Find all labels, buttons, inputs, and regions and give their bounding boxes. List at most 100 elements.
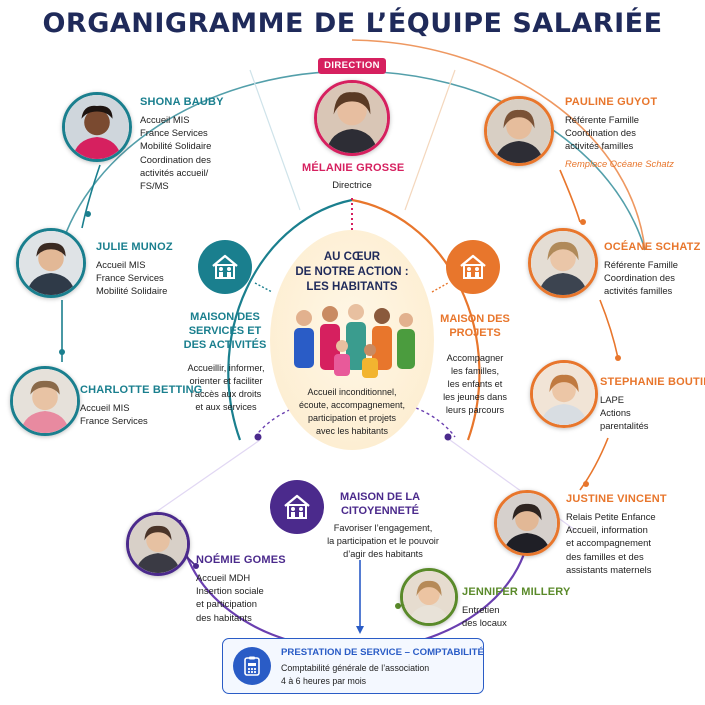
avatar-melanie-grosse xyxy=(314,80,390,156)
avatar-julie-munoz xyxy=(16,228,86,298)
role-line: et participation xyxy=(196,598,257,610)
role-line: Référente Famille xyxy=(604,259,678,270)
pole-title-line: CITOYENNETÉ xyxy=(340,505,420,517)
roles-pauline-guyot: Référente Famille Coordination des activ… xyxy=(565,113,639,153)
compta-text: Comptabilité générale de l’association 4… xyxy=(281,662,429,688)
name-charlotte-betting: CHARLOTTE BETTING xyxy=(80,384,203,396)
role-line: Insertion sociale xyxy=(196,585,264,597)
name-melanie-grosse: MÉLANIE GROSSE xyxy=(302,162,405,174)
center-title-line: AU CŒUR xyxy=(323,251,381,263)
role-line: Accueil MDH xyxy=(196,572,251,583)
person-portrait-icon xyxy=(317,83,387,153)
role-line: Coordination des xyxy=(604,272,675,284)
role-line: Coordination des xyxy=(140,153,211,165)
role-line: Mobilité Solidaire xyxy=(96,285,168,297)
role-line: activités familles xyxy=(565,140,634,152)
role-line: Actions xyxy=(600,407,631,419)
pole-text-line: les jeunes dans xyxy=(443,392,507,402)
role-line: France Services xyxy=(140,127,208,139)
role-line: Relais Petite Enfance xyxy=(566,511,656,522)
name-jennifer-millery: JENNIFER MILLERY xyxy=(462,586,571,598)
name-noemie-gomes: NOÉMIE GOMES xyxy=(196,554,286,566)
pole-text-line: les enfants et xyxy=(447,379,503,389)
note-pauline-guyot: Remplace Océane Schatz xyxy=(565,158,674,169)
residents-group-illustration xyxy=(294,304,415,378)
pole-text-line: Favoriser l’engagement, xyxy=(333,523,433,533)
role-line: des habitants xyxy=(196,611,252,623)
pole-text-line: l’accès aux droits xyxy=(190,389,262,399)
compta-text-line: 4 à 6 heures par mois xyxy=(281,676,367,686)
avatar-charlotte-betting xyxy=(10,366,80,436)
center-title-line: LES HABITANTS xyxy=(306,281,398,293)
pole-title-line: MAISON DE LA xyxy=(339,491,421,503)
role-line: parentalités xyxy=(600,420,649,432)
pole-projets-text: Accompagner les familles, les enfants et… xyxy=(430,352,520,417)
pole-title-line: MAISON DES xyxy=(440,313,510,325)
center-title-line: DE NOTRE ACTION : xyxy=(295,266,409,278)
pole-title-line: PROJETS xyxy=(449,327,501,339)
person-portrait-icon xyxy=(65,95,129,159)
roles-jennifer-millery: Entretien des locaux xyxy=(462,603,507,629)
role-line: des familles et des xyxy=(566,550,644,562)
role-line: des locaux xyxy=(462,617,507,629)
name-shona-bauby: SHONA BAUBY xyxy=(140,96,224,108)
direction-badge: DIRECTION xyxy=(318,58,386,74)
center-text-line: avec les habitants xyxy=(315,426,389,436)
avatar-justine-vincent xyxy=(494,490,560,556)
house-family-icon xyxy=(198,240,252,294)
role-line: Référente Famille xyxy=(565,114,639,125)
person-portrait-icon xyxy=(533,363,595,425)
role-line: et accompagnement xyxy=(566,537,651,549)
center-title: AU CŒUR DE NOTRE ACTION : LES HABITANTS xyxy=(282,250,422,295)
avatar-shona-bauby xyxy=(62,92,132,162)
house-family-icon xyxy=(446,240,500,294)
person-portrait-icon xyxy=(497,493,557,553)
compta-title: PRESTATION DE SERVICE – COMPTABILITÉ xyxy=(281,647,484,658)
role-line: Accueil MIS xyxy=(96,259,146,270)
name-oceane-schatz: OCÉANE SCHATZ xyxy=(604,241,701,253)
center-text-line: écoute, accompagnement, xyxy=(298,400,406,410)
roles-charlotte-betting: Accueil MIS France Services xyxy=(80,401,148,427)
role-line: Coordination des xyxy=(565,127,636,139)
pole-services-title: MAISON DES SERVICES ET DES ACTIVITÉS xyxy=(180,310,270,352)
role-line: Accueil MIS xyxy=(140,114,190,125)
role-line: France Services xyxy=(80,415,148,427)
role-melanie-grosse: Directrice xyxy=(332,179,372,190)
pole-title-line: SERVICES ET xyxy=(188,325,262,337)
person-portrait-icon xyxy=(487,99,551,163)
pole-text-line: Accompagner xyxy=(446,353,504,363)
roles-noemie-gomes: Accueil MDH Insertion sociale et partici… xyxy=(196,571,264,624)
person-portrait-icon xyxy=(129,515,187,573)
center-text-line: participation et projets xyxy=(307,413,397,423)
pole-text-line: les familles, xyxy=(451,366,499,376)
clipboard-calculator-icon xyxy=(233,647,271,685)
name-julie-munoz: JULIE MUNOZ xyxy=(96,241,173,253)
avatar-jennifer-millery xyxy=(400,568,458,626)
role-line: LAPE xyxy=(600,394,624,405)
role-line: activités familles xyxy=(604,285,673,297)
roles-oceane-schatz: Référente Famille Coordination des activ… xyxy=(604,258,678,298)
name-justine-vincent: JUSTINE VINCENT xyxy=(566,493,667,505)
roles-justine-vincent: Relais Petite Enfance Accueil, informati… xyxy=(566,510,656,576)
pole-projets-title: MAISON DES PROJETS xyxy=(430,312,520,340)
pole-text-line: leurs parcours xyxy=(445,405,505,415)
role-line: Accueil MIS xyxy=(80,402,130,413)
avatar-noemie-gomes xyxy=(126,512,190,576)
name-pauline-guyot: PAULINE GUYOT xyxy=(565,96,658,108)
compta-box: PRESTATION DE SERVICE – COMPTABILITÉ Com… xyxy=(222,638,484,694)
name-stephanie-boutin: STEPHANIE BOUTIN xyxy=(600,376,705,388)
role-line: activités accueil/ xyxy=(140,166,209,178)
role-line: Mobilité Solidaire xyxy=(140,140,212,152)
pole-text-line: orienter et faciliter xyxy=(189,376,263,386)
center-description: Accueil inconditionnel, écoute, accompag… xyxy=(282,386,422,438)
pole-text-line: Accueillir, informer, xyxy=(187,363,265,373)
role-line: FS/MS xyxy=(140,180,169,192)
avatar-oceane-schatz xyxy=(528,228,598,298)
center-text-line: Accueil inconditionnel, xyxy=(307,387,397,397)
pole-title-line: DES ACTIVITÉS xyxy=(183,339,267,351)
page-title: ORGANIGRAMME DE L’ÉQUIPE SALARIÉE xyxy=(42,8,663,39)
role-line: France Services xyxy=(96,272,164,284)
roles-shona-bauby: Accueil MIS France Services Mobilité Sol… xyxy=(140,113,211,192)
person-portrait-icon xyxy=(13,369,77,433)
pole-citoyennete-text: Favoriser l’engagement, la participation… xyxy=(308,522,458,561)
